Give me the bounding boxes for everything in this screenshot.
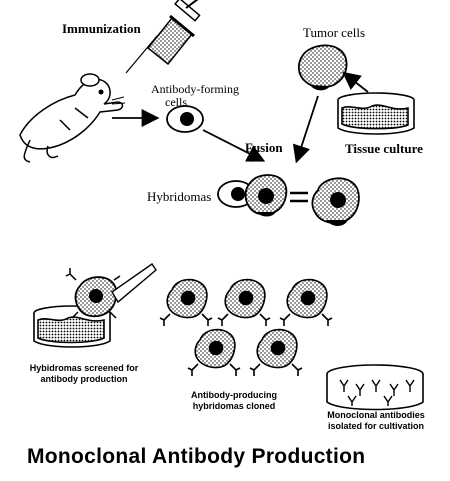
label-screened-2: antibody production	[40, 374, 128, 384]
arrow-tumor-to-fusion	[292, 95, 319, 164]
tissue-culture-dish	[337, 92, 415, 135]
antibody-forming-cell	[166, 105, 204, 133]
label-isolated-1: Monoclonal antibodies	[327, 410, 425, 420]
label-screened-1: Hybidromas screened for	[29, 363, 139, 373]
screening-cell	[65, 268, 121, 319]
arrow-culture-to-tumor	[342, 71, 369, 93]
diagram-title: Monoclonal Antibody Production	[27, 445, 366, 468]
label-isolated-2: isolated for cultivation	[327, 421, 424, 431]
arrow-cell-to-fusion	[202, 129, 266, 162]
label-cloned-2: hybridomas cloned	[192, 401, 276, 411]
label-antibody-forming-2: cells	[165, 95, 187, 109]
cloned-hybridomas	[159, 278, 333, 376]
label-cloned-1: Antibody-producing	[191, 390, 277, 400]
label-tumor-cells: Tumor cells	[303, 25, 365, 40]
hybridoma-cell	[311, 177, 360, 226]
mouse-illustration	[19, 73, 126, 163]
label-hybridomas: Hybridomas	[147, 189, 212, 204]
antibody-dish	[326, 364, 424, 411]
tumor-cell	[297, 44, 348, 91]
hybridoma-fusing	[217, 174, 288, 217]
label-antibody-forming-1: Antibody-forming	[151, 82, 239, 96]
label-tissue-culture: Tissue culture	[345, 141, 423, 156]
syringe-illustration	[125, 0, 201, 74]
label-fusion: Fusion	[245, 140, 283, 155]
pipette-icon	[111, 263, 157, 304]
label-immunization: Immunization	[62, 21, 141, 36]
screening-dish	[33, 305, 111, 348]
